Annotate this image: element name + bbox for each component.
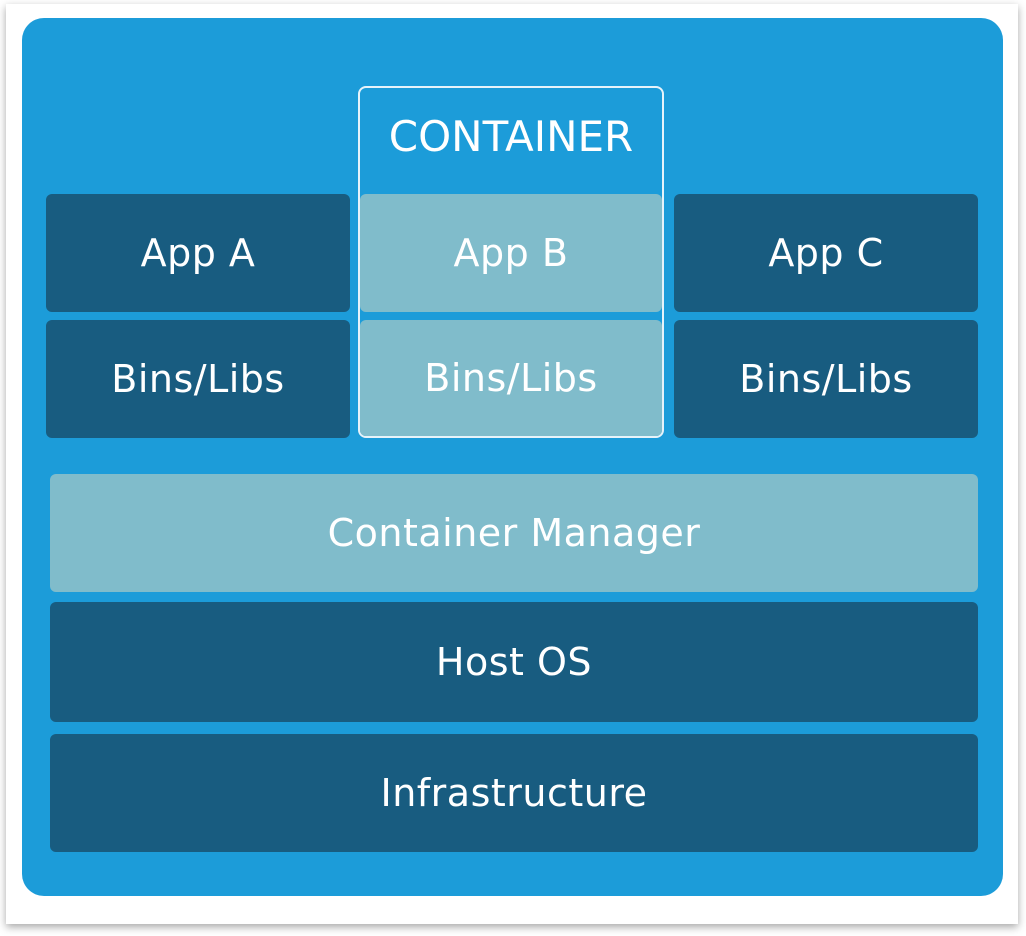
app-c-libs-block: Bins/Libs [674, 320, 978, 438]
host-os-layer: Host OS [50, 602, 978, 722]
container-manager-layer: Container Manager [50, 474, 978, 592]
app-b-libs-block: Bins/Libs [360, 320, 662, 436]
infrastructure-layer: Infrastructure [50, 734, 978, 852]
app-b-block: App B [360, 194, 662, 312]
container-outline [358, 86, 664, 438]
app-a-libs-block: Bins/Libs [46, 320, 350, 438]
app-a-block: App A [46, 194, 350, 312]
app-c-block: App C [674, 194, 978, 312]
container-label: CONTAINER [388, 112, 634, 161]
